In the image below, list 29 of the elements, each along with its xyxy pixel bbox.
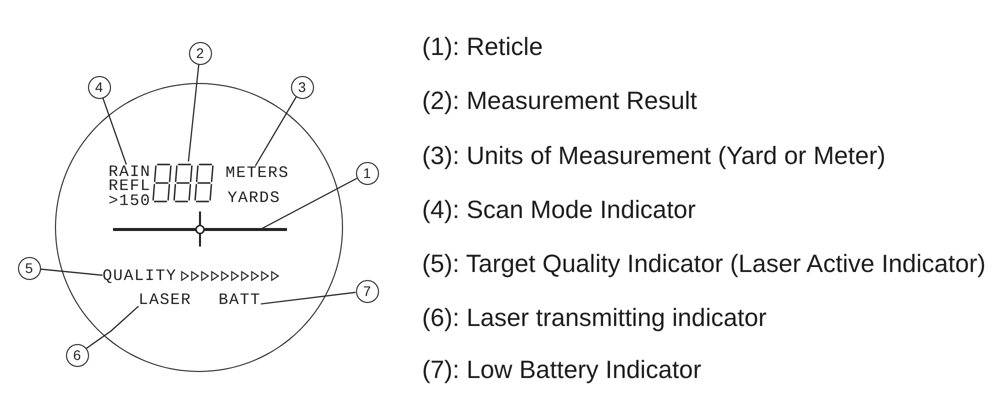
indicator-label: RAIN (108, 164, 151, 178)
key-text: (7): Low Battery Indicator (422, 358, 702, 383)
indicator-label: LASER (138, 293, 192, 307)
indicator-label: REFL (108, 179, 151, 193)
key-text: (2): Measurement Result (422, 88, 698, 114)
callout-number: 1 (356, 162, 378, 184)
callout-number: 2 (188, 42, 212, 64)
indicator-label: >150 (108, 194, 151, 208)
callout-number: 7 (356, 280, 378, 302)
key-text: (1): Reticle (422, 34, 543, 60)
leader-line (254, 96, 297, 166)
callout-number: 3 (290, 76, 314, 98)
key-text: (3): Units of Measurement (Yard or Meter) (422, 144, 886, 169)
field-of-view-circle (55, 83, 343, 372)
indicator-label: METERS (226, 166, 290, 180)
leader-line (40, 268, 103, 276)
leader-line (102, 98, 127, 165)
indicator-label: YARDS (228, 190, 282, 204)
indicator-label: QUALITY (102, 268, 177, 282)
key-text: (4): Scan Mode Indicator (422, 198, 696, 223)
key-text: (5): Target Quality Indicator (Laser Active Indicator) (422, 252, 986, 277)
leader-line (188, 64, 200, 162)
callout-number: 5 (18, 256, 40, 280)
indicator-label: BATT (218, 292, 261, 306)
leader-line (262, 178, 358, 230)
leader-line (86, 306, 139, 349)
key-text: (6): Laser transmitting indicator (422, 306, 767, 331)
callout-number: 4 (88, 76, 110, 98)
leader-line (260, 292, 356, 305)
